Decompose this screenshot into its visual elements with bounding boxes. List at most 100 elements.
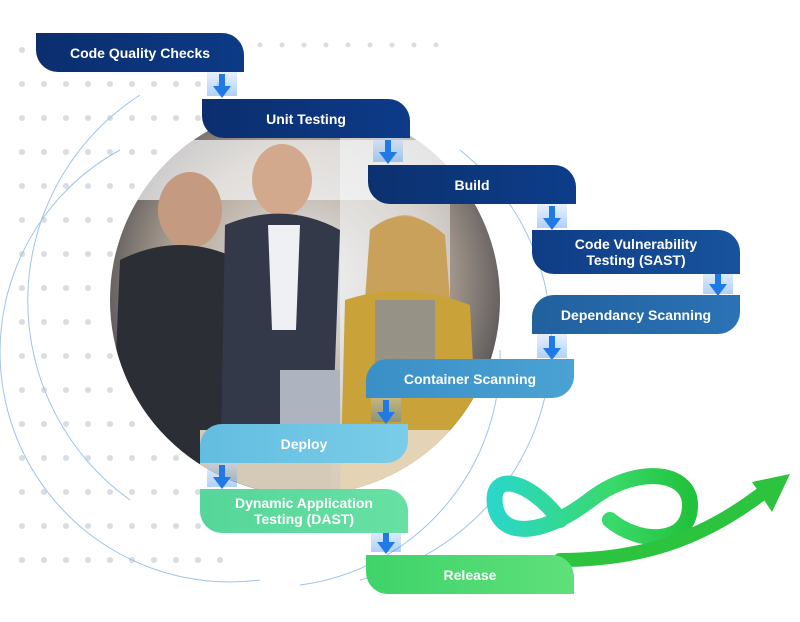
decorative-dot <box>63 115 69 121</box>
decorative-dot <box>389 42 395 48</box>
decorative-dot <box>63 285 69 291</box>
decorative-dot <box>63 421 69 427</box>
decorative-dot <box>63 81 69 87</box>
decorative-dot <box>107 251 113 257</box>
decorative-dot <box>107 81 113 87</box>
decorative-dot <box>129 81 135 87</box>
decorative-dot <box>41 285 47 291</box>
decorative-dot <box>19 47 25 53</box>
step-dast: Dynamic Application Testing (DAST) <box>200 489 408 533</box>
decorative-dot <box>129 523 135 529</box>
decorative-dot <box>173 455 179 461</box>
decorative-dot <box>107 353 113 359</box>
step-label: Unit Testing <box>266 110 346 127</box>
decorative-dot <box>151 81 157 87</box>
decorative-dot <box>107 557 113 563</box>
decorative-dot <box>85 319 91 325</box>
decorative-dot <box>41 183 47 189</box>
decorative-dot <box>257 42 263 48</box>
decorative-dot <box>41 81 47 87</box>
decorative-dot <box>19 455 25 461</box>
decorative-dot <box>19 489 25 495</box>
decorative-dot <box>63 353 69 359</box>
decorative-dot <box>63 183 69 189</box>
decorative-dot <box>63 455 69 461</box>
decorative-dot <box>19 285 25 291</box>
decorative-dot <box>63 387 69 393</box>
decorative-dot <box>129 455 135 461</box>
down-arrow-icon <box>537 204 567 230</box>
connector-arrows <box>207 72 733 554</box>
decorative-dot <box>63 557 69 563</box>
decorative-dot <box>19 149 25 155</box>
decorative-dot <box>63 251 69 257</box>
decorative-dot <box>107 523 113 529</box>
decorative-dot <box>217 557 223 563</box>
decorative-dot <box>41 353 47 359</box>
down-arrow-icon <box>537 334 567 360</box>
decorative-dot <box>41 251 47 257</box>
decorative-dot <box>173 523 179 529</box>
decorative-dot <box>151 489 157 495</box>
step-sast: Code Vulnerability Testing (SAST) <box>532 230 740 274</box>
decorative-dot <box>107 149 113 155</box>
decorative-dot <box>173 81 179 87</box>
step-dependancy-scanning: Dependancy Scanning <box>532 295 740 334</box>
decorative-dot <box>151 455 157 461</box>
down-arrow-icon <box>207 463 237 489</box>
decorative-dot <box>41 557 47 563</box>
decorative-dot <box>63 149 69 155</box>
decorative-dot <box>19 115 25 121</box>
decorative-dot <box>41 523 47 529</box>
step-label: Dependancy Scanning <box>560 306 712 323</box>
decorative-dot <box>63 319 69 325</box>
decorative-dot <box>41 455 47 461</box>
step-release: Release <box>366 555 574 594</box>
decorative-dot <box>129 183 135 189</box>
decorative-dot <box>151 149 157 155</box>
decorative-dot <box>411 42 417 48</box>
step-label: Dynamic Application <box>235 495 373 511</box>
step-unit-testing: Unit Testing <box>202 99 410 138</box>
decorative-dot <box>107 217 113 223</box>
decorative-dot <box>173 489 179 495</box>
step-container-scanning: Container Scanning <box>366 359 574 398</box>
decorative-dot <box>323 42 329 48</box>
decorative-dot <box>173 557 179 563</box>
decorative-dot <box>41 421 47 427</box>
decorative-dot <box>85 183 91 189</box>
decorative-dot <box>345 42 351 48</box>
decorative-dot <box>41 115 47 121</box>
step-label: Code Vulnerability <box>574 236 698 252</box>
decorative-dot <box>129 149 135 155</box>
decorative-dot <box>195 557 201 563</box>
step-label-line2: Testing (DAST) <box>253 511 355 527</box>
decorative-dot <box>19 353 25 359</box>
decorative-dot <box>85 387 91 393</box>
decorative-dot <box>433 42 439 48</box>
decorative-dot <box>85 285 91 291</box>
step-code-quality-checks: Code Quality Checks <box>36 33 244 72</box>
decorative-dot <box>41 319 47 325</box>
decorative-dot <box>151 115 157 121</box>
decorative-dot <box>85 523 91 529</box>
decorative-dot <box>195 489 201 495</box>
decorative-dot <box>85 353 91 359</box>
decorative-dot <box>85 81 91 87</box>
decorative-dot <box>19 557 25 563</box>
decorative-dot <box>107 421 113 427</box>
decorative-dot <box>19 81 25 87</box>
down-arrow-icon <box>207 72 237 98</box>
step-build: Build <box>368 165 576 204</box>
decorative-dot <box>129 421 135 427</box>
decorative-dot <box>85 557 91 563</box>
decorative-dot <box>279 42 285 48</box>
decorative-dot <box>85 421 91 427</box>
decorative-dot <box>85 149 91 155</box>
decorative-dot <box>129 489 135 495</box>
decorative-dot <box>63 217 69 223</box>
decorative-dot <box>19 523 25 529</box>
decorative-dot <box>107 455 113 461</box>
decorative-dot <box>301 42 307 48</box>
